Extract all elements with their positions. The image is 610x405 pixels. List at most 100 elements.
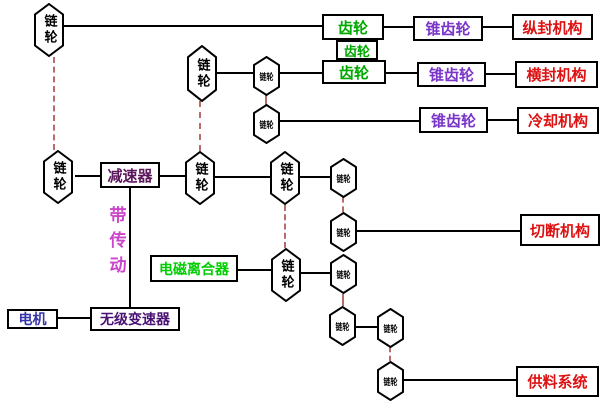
- sprocket-node: 链轮: [34, 3, 64, 57]
- shaft-link: [238, 269, 272, 271]
- sprocket-node: 链轮: [271, 248, 301, 302]
- electromagnetic-clutch-node: 电磁离合器: [150, 255, 238, 282]
- sprocket-node: 链轮: [329, 306, 356, 346]
- sprocket-node: 链轮: [43, 150, 73, 204]
- sprocket-label: 链轮: [50, 161, 66, 193]
- sprocket-node: 链轮: [330, 158, 357, 198]
- shaft-link: [483, 26, 513, 28]
- shaft-link: [279, 72, 323, 74]
- shaft-link: [215, 176, 271, 178]
- cooling-mechanism-node: 冷却机构: [517, 107, 599, 134]
- motor-node: 电机: [7, 309, 58, 329]
- sprocket-node: 链轮: [270, 151, 300, 205]
- shaft-link: [384, 26, 414, 28]
- transverse-seal-node: 横封机构: [515, 61, 598, 88]
- belt-drive-link: [129, 188, 131, 308]
- hexagon-shape: [187, 45, 217, 102]
- shaft-link: [63, 25, 323, 27]
- shaft-link: [488, 119, 518, 121]
- mechanism-label: 供料系统: [527, 373, 588, 391]
- reducer-node: 减速器: [100, 162, 160, 188]
- feeding-system-node: 供料系统: [516, 366, 599, 397]
- shaft-link: [279, 120, 420, 122]
- sprocket-label: 链轮: [335, 322, 350, 333]
- bevel-gear-label: 锥齿轮: [425, 20, 471, 38]
- sprocket-label: 链轮: [259, 72, 274, 83]
- hexagon-shape: [253, 104, 280, 144]
- mechanism-label: 冷却机构: [527, 112, 588, 130]
- hexagon-shape: [270, 151, 300, 205]
- sprocket-label: 链轮: [383, 324, 398, 335]
- chain-dashed-link: [342, 197, 344, 212]
- hexagon-shape: [253, 56, 280, 96]
- sprocket-node: 链轮: [185, 151, 215, 205]
- hexagon-shape: [43, 150, 73, 204]
- cutting-mechanism-node: 切断机构: [520, 214, 600, 246]
- sprocket-node: 链轮: [330, 254, 357, 294]
- shaft-link: [403, 379, 517, 381]
- chain-dashed-link: [53, 57, 55, 150]
- sprocket-label: 链轮: [278, 259, 294, 291]
- sprocket-label: 链轮: [336, 270, 351, 281]
- chain-dashed-link: [199, 101, 201, 151]
- hexagon-shape: [329, 306, 356, 346]
- chain-dashed-link: [389, 347, 391, 361]
- chain-dashed-link: [265, 95, 267, 105]
- sprocket-label: 链轮: [383, 377, 398, 388]
- bevel-gear-label: 锥齿轮: [428, 66, 474, 84]
- cvt-node: 无级变速器: [90, 307, 180, 331]
- shaft-link: [160, 175, 186, 177]
- sprocket-node: 链轮: [187, 45, 217, 102]
- sprocket-label: 链轮: [41, 14, 57, 46]
- chain-dashed-link: [284, 205, 286, 248]
- shaft-link: [300, 272, 331, 274]
- gear-label: 齿轮: [338, 63, 369, 82]
- hexagon-shape: [330, 158, 357, 198]
- sprocket-node: 链轮: [377, 308, 404, 348]
- gear-label: 齿轮: [337, 18, 368, 37]
- sprocket-label: 链轮: [336, 228, 351, 239]
- motor-label: 电机: [18, 312, 47, 328]
- sprocket-label: 链轮: [192, 162, 208, 194]
- gear-node: 齿轮: [322, 60, 386, 84]
- mechanism-label: 纵封机构: [522, 18, 583, 37]
- hexagon-shape: [330, 212, 357, 252]
- longitudinal-seal-node: 纵封机构: [512, 14, 593, 40]
- sprocket-node: 链轮: [253, 104, 280, 144]
- chain-dashed-link: [342, 294, 344, 306]
- sprocket-node: 链轮: [253, 56, 280, 96]
- hexagon-shape: [377, 361, 404, 401]
- mechanism-label: 切断机构: [529, 221, 590, 240]
- sprocket-label: 链轮: [259, 120, 274, 131]
- shaft-link: [300, 176, 331, 178]
- gear-node: 齿轮: [322, 14, 384, 40]
- bevel-gear-node: 锥齿轮: [419, 107, 488, 133]
- bevel-gear-node: 锥齿轮: [413, 16, 483, 41]
- hexagon-shape: [185, 151, 215, 205]
- cvt-label: 无级变速器: [100, 312, 170, 328]
- sprocket-label: 链轮: [336, 174, 351, 185]
- reducer-label: 减速器: [107, 166, 153, 185]
- mechanism-label: 横封机构: [526, 66, 587, 84]
- belt-drive-label: 带传动: [105, 205, 126, 281]
- gear-node: 齿轮: [336, 40, 378, 60]
- hexagon-shape: [34, 3, 64, 57]
- clutch-label: 电磁离合器: [159, 261, 229, 278]
- shaft-link: [57, 317, 91, 319]
- bevel-gear-node: 锥齿轮: [417, 62, 486, 87]
- hexagon-shape: [377, 308, 404, 348]
- sprocket-node: 链轮: [330, 212, 357, 252]
- shaft-link: [386, 72, 418, 74]
- hexagon-shape: [330, 254, 357, 294]
- sprocket-label: 链轮: [277, 162, 293, 194]
- shaft-link: [216, 72, 254, 74]
- hexagon-shape: [271, 248, 301, 302]
- gear-label: 齿轮: [343, 44, 370, 60]
- shaft-link: [486, 73, 516, 75]
- shaft-link: [355, 326, 378, 328]
- sprocket-label: 链轮: [194, 57, 210, 90]
- shaft-link: [356, 230, 521, 232]
- shaft-link: [75, 175, 101, 177]
- bevel-gear-label: 锥齿轮: [430, 111, 476, 130]
